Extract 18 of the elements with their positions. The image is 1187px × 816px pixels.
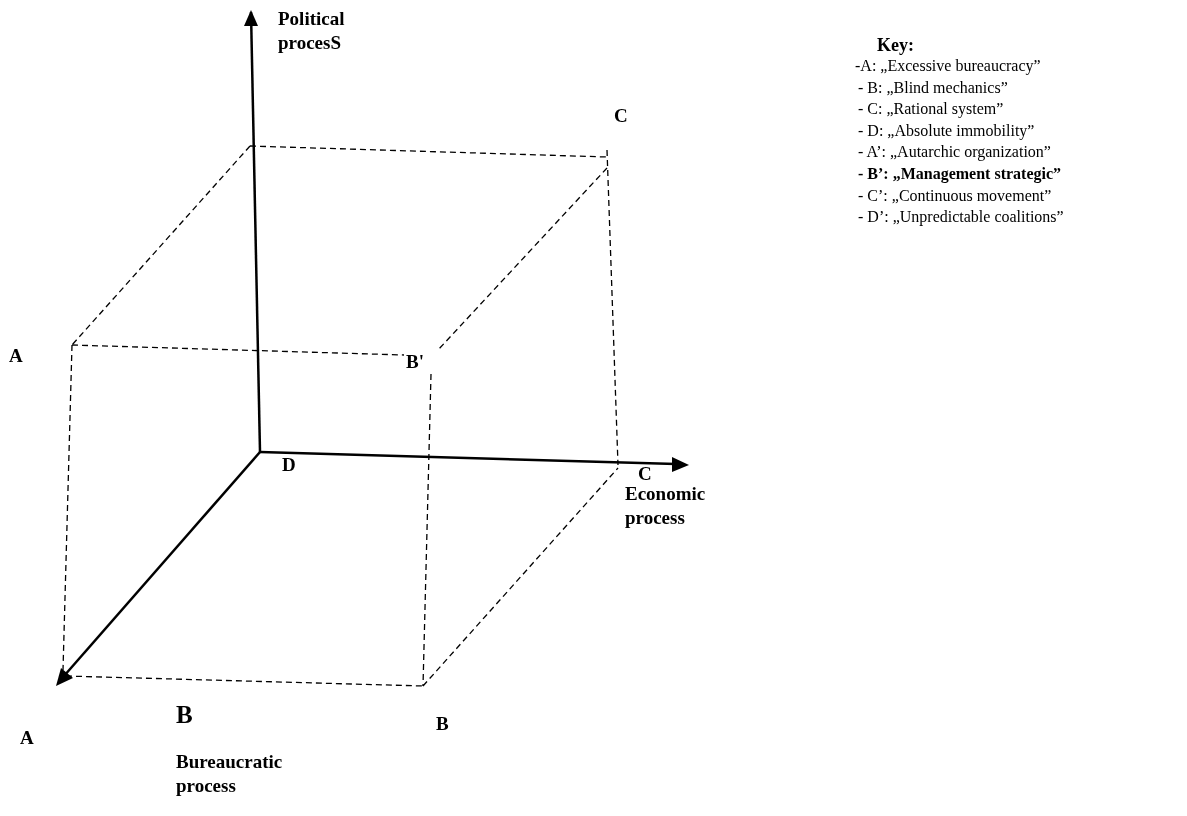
axis-title: Bureaucratic process: [176, 750, 284, 798]
key-entry: - B’: „Management strategic”: [858, 164, 1062, 184]
corner-letter: A: [20, 726, 34, 750]
corner-letter: B: [176, 700, 193, 730]
key-entry: - D’: „Unpredictable coalitions”: [858, 207, 1064, 228]
corner-letter: A: [9, 344, 23, 368]
corner-letter: B: [436, 712, 449, 736]
corner-letter: B': [406, 350, 424, 374]
key-entry: - C’: „Continuous movement”: [858, 185, 1052, 206]
key-entry: - C: „Rational system”: [858, 99, 1004, 120]
key-entry: - A’: „Autarchic organization”: [858, 142, 1051, 163]
key-title: Key:: [877, 34, 914, 57]
key-entry: - B: „Blind mechanics”: [858, 77, 1008, 98]
key-entry: -A: „Excessive bureaucracy”: [855, 56, 1041, 76]
axis-title: Political procesS: [278, 7, 346, 55]
corner-letter: C: [614, 104, 628, 128]
key-entry: - D: „Absolute immobility”: [858, 120, 1035, 141]
corner-letter: D: [282, 453, 296, 477]
